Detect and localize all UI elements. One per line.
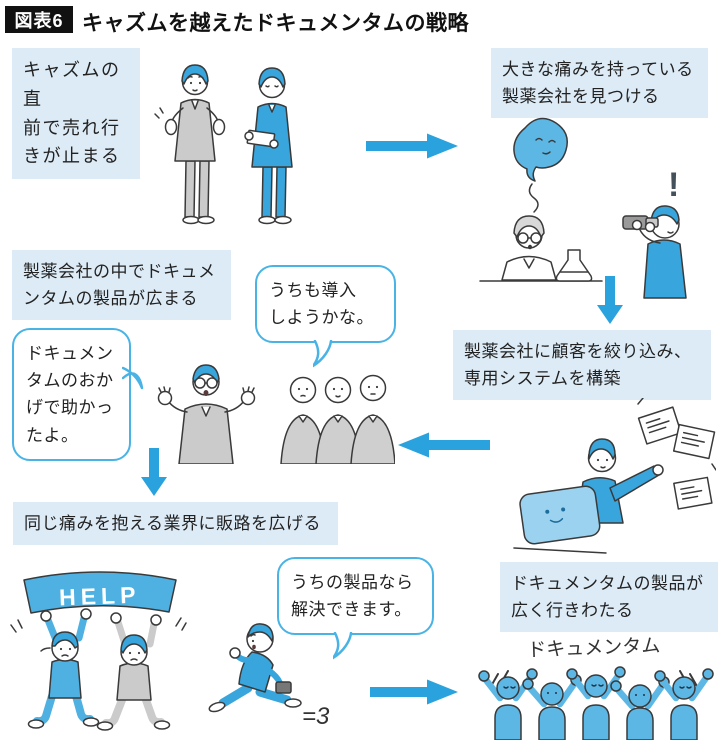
- step-box-find-pharma: 大きな痛みを持っている 製薬会社を見つける: [491, 48, 708, 119]
- run-dash-text: =3: [302, 703, 330, 730]
- figure-number-tag: 図表6: [5, 6, 73, 33]
- figure-number-label: 図表6: [14, 10, 64, 31]
- running-salesman-illustration: =3: [196, 612, 338, 739]
- step-box-build-system: 製薬会社に顧客を絞り込み、 専用システムを構築: [453, 330, 711, 401]
- step-box-sales-stall: キャズムの直 前で売れ行 きが止まる: [12, 48, 140, 180]
- laptop-worker-illustration: [498, 397, 717, 565]
- spread-in-pharma-illustration: [133, 352, 396, 469]
- step-box-expand-industries: 同じ痛みを抱える業界に販路を広げる: [13, 502, 338, 546]
- arrow-down-icon: [141, 448, 167, 496]
- bubble-thanks-documentum-tail: [121, 366, 148, 395]
- bubble-thanks-documentum: ドキュメン タムのおか げで助かっ たよ。: [12, 328, 131, 461]
- crowd-cheer-text: ドキュメンタム: [527, 635, 661, 662]
- arrow-right-icon: [366, 131, 458, 161]
- cheering-crowd-illustration: ドキュメンタム: [468, 630, 720, 742]
- bubble-consider-adopt: うちも導入 しようかな。: [255, 265, 396, 344]
- arrow-right-icon: [370, 677, 458, 707]
- arrow-left-icon: [398, 430, 490, 460]
- exclamation-text: !: [668, 166, 679, 204]
- step-box-widely-adopted: ドキュメンタムの製品が 広く行きわたる: [500, 562, 718, 633]
- businessmen-refusal-illustration: [148, 52, 318, 235]
- help-banner-illustration: HELP: [8, 556, 194, 742]
- bubble-we-can-solve: うちの製品なら 解決できます。: [277, 557, 434, 636]
- arrow-down-icon: [597, 276, 623, 324]
- step-box-spread-in-pharma: 製薬会社の中でドキュメ ンタムの製品が広まる: [12, 250, 231, 321]
- find-pharma-illustration: !: [452, 112, 718, 335]
- bubble-we-can-solve-tail: [331, 631, 355, 665]
- figure-title: キャズムを越えたドキュメンタムの戦略: [82, 12, 469, 35]
- help-banner-text: HELP: [59, 582, 141, 611]
- bubble-consider-adopt-tail: [311, 339, 335, 373]
